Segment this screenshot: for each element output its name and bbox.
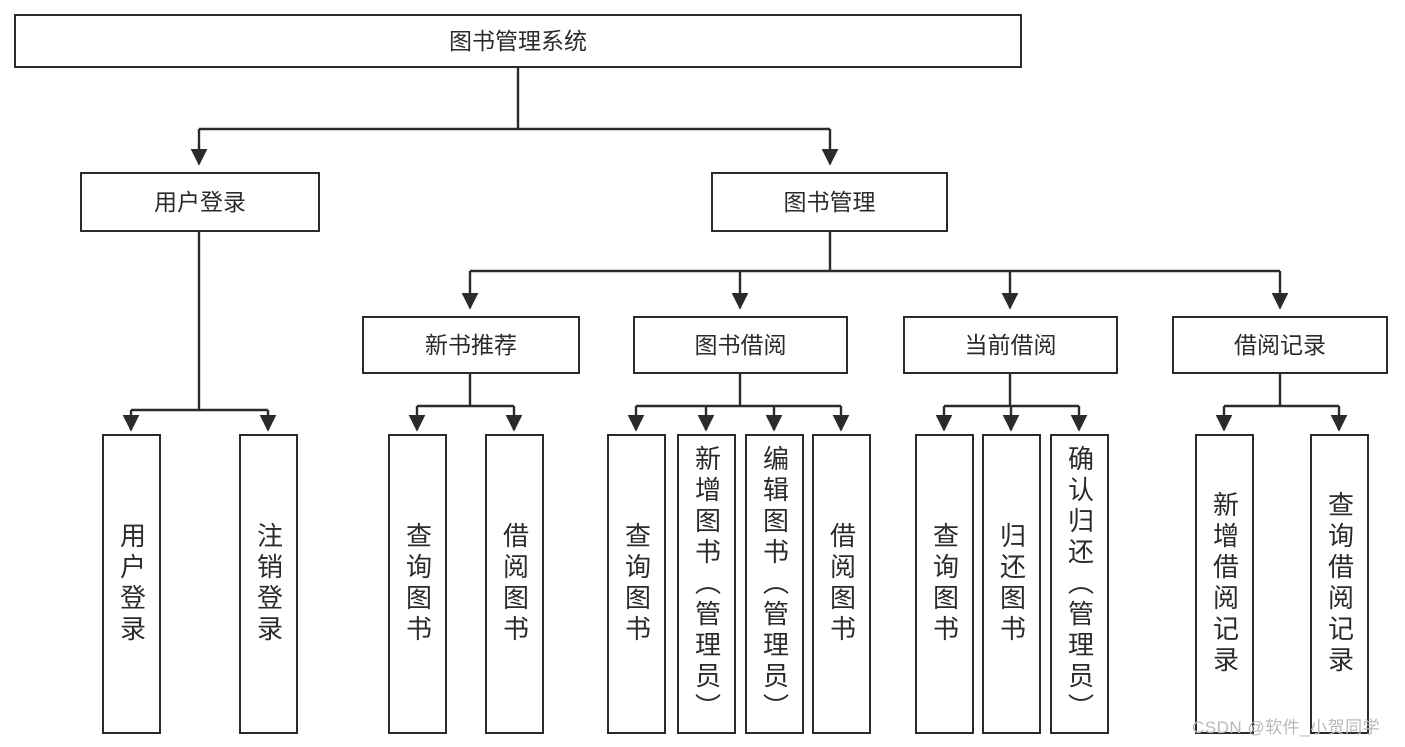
leaf-edit-book-admin-label: 编辑图书（管理员） <box>759 444 790 724</box>
leaf-query-book-current-label: 查询图书 <box>929 522 960 646</box>
leaf-query-book-current[interactable]: 查询图书 <box>915 434 974 734</box>
node-borrow-records[interactable]: 借阅记录 <box>1172 316 1388 374</box>
node-user-login-label: 用户登录 <box>154 188 246 215</box>
leaf-user-login-label: 用户登录 <box>116 522 147 646</box>
leaf-add-borrow-record[interactable]: 新增借阅记录 <box>1195 434 1254 734</box>
node-user-login[interactable]: 用户登录 <box>80 172 320 232</box>
leaf-query-book-borrow-label: 查询图书 <box>621 522 652 646</box>
leaf-edit-book-admin[interactable]: 编辑图书（管理员） <box>745 434 804 734</box>
node-book-borrow[interactable]: 图书借阅 <box>633 316 848 374</box>
leaf-query-borrow-record-label: 查询借阅记录 <box>1324 491 1355 677</box>
leaf-confirm-return-admin-label: 确认归还（管理员） <box>1064 444 1095 724</box>
leaf-borrow-book-label: 借阅图书 <box>826 522 857 646</box>
node-root-label: 图书管理系统 <box>449 27 587 54</box>
leaf-logout[interactable]: 注销登录 <box>239 434 298 734</box>
leaf-borrow-book[interactable]: 借阅图书 <box>812 434 871 734</box>
node-book-management-label: 图书管理 <box>783 188 876 215</box>
node-current-borrow-label: 当前借阅 <box>964 331 1057 358</box>
node-book-management[interactable]: 图书管理 <box>711 172 948 232</box>
leaf-confirm-return-admin[interactable]: 确认归还（管理员） <box>1050 434 1109 734</box>
leaf-user-login[interactable]: 用户登录 <box>102 434 161 734</box>
leaf-add-book-admin-label: 新增图书（管理员） <box>691 444 722 724</box>
leaf-query-book-new[interactable]: 查询图书 <box>388 434 447 734</box>
watermark-text: CSDN @软件_小贺同学 <box>1192 718 1381 737</box>
node-borrow-records-label: 借阅记录 <box>1234 331 1326 358</box>
leaf-return-book[interactable]: 归还图书 <box>982 434 1041 734</box>
leaf-borrow-book-new[interactable]: 借阅图书 <box>485 434 544 734</box>
node-new-book-recommend[interactable]: 新书推荐 <box>362 316 580 374</box>
node-book-borrow-label: 图书借阅 <box>694 331 787 358</box>
leaf-add-borrow-record-label: 新增借阅记录 <box>1209 491 1240 677</box>
leaf-logout-label: 注销登录 <box>253 522 284 646</box>
leaf-query-borrow-record[interactable]: 查询借阅记录 <box>1310 434 1369 734</box>
node-current-borrow[interactable]: 当前借阅 <box>903 316 1118 374</box>
node-root[interactable]: 图书管理系统 <box>14 14 1022 68</box>
leaf-query-book-borrow[interactable]: 查询图书 <box>607 434 666 734</box>
leaf-borrow-book-new-label: 借阅图书 <box>499 522 530 646</box>
leaf-return-book-label: 归还图书 <box>996 522 1027 646</box>
leaf-add-book-admin[interactable]: 新增图书（管理员） <box>677 434 736 734</box>
leaf-query-book-new-label: 查询图书 <box>402 522 433 646</box>
node-new-book-recommend-label: 新书推荐 <box>425 331 517 358</box>
